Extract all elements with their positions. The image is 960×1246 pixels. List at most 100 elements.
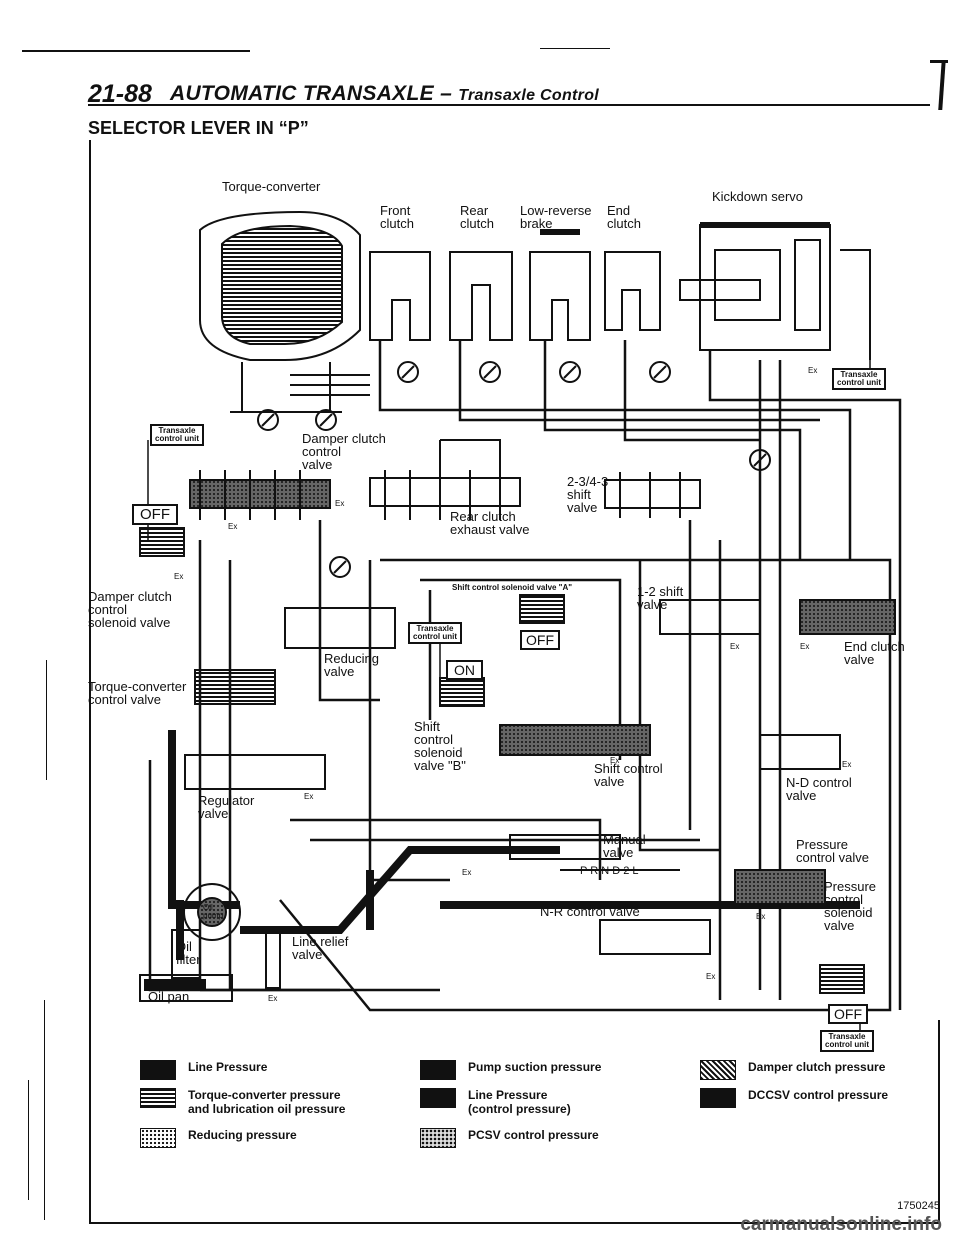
legend-swatch [700,1060,736,1080]
legend-text: Pump suction pressure [468,1060,602,1074]
label-low-reverse-brake: Low-reverse brake [520,203,592,231]
label-pressure-control-valve: Pressure control valve [796,837,869,865]
upper-valve-row [189,439,701,520]
label-end-clutch-valve: End clutch valve [844,639,905,667]
ex-label: Ex [808,366,818,375]
top-rule-mid [540,48,610,49]
label-oil-pan: Oil pan [148,989,190,1004]
top-rule-left [22,50,250,52]
section-title: SELECTOR LEVER IN “P” [88,118,309,138]
legend-item: Line Pressure [140,1060,267,1080]
label-end-clutch: End clutch [607,203,641,231]
label-nd-control-valve: N-D control valve [786,775,852,803]
on-label-b: ON [454,662,475,678]
torque-converter-drawing [199,210,370,413]
tcu-box-left: Transaxle control unit [150,424,204,446]
clutch-drawings [369,229,661,341]
middle-valves [184,599,896,955]
legend-text: Torque-converter pressure and lubricatio… [188,1088,346,1116]
solenoid-drawings [139,527,865,994]
label-12-shift-valve: 1-2 shift valve [637,584,684,612]
ex-label: Ex [610,756,620,765]
legend-swatch [140,1128,176,1148]
off-indicator-a: OFF [520,630,560,650]
label-oil-filter: Oil filter [176,939,201,967]
label-234-shift-valve: 2-3/4-3 shift valve [567,474,609,515]
label-shift-control-solenoid-a: Shift control solenoid valve "A" [452,583,573,592]
oil-passages [148,340,902,1012]
label-reducing-valve: Reducing valve [324,651,379,679]
legend-swatch [140,1060,176,1080]
legend-item: Line Pressure (control pressure) [420,1088,571,1116]
legend-text: Reducing pressure [188,1128,297,1142]
off-label-pcsv: OFF [834,1006,862,1022]
header-title: AUTOMATIC TRANSAXLE [170,82,434,105]
header-subtitle: Transaxle Control [458,87,600,104]
legend-text: Damper clutch pressure [748,1060,886,1074]
label-rear-clutch: Rear clutch [460,203,494,231]
off-indicator-pcsv: OFF [828,1004,868,1024]
legend-item: Damper clutch pressure [700,1060,885,1080]
ex-label: Ex [842,760,852,769]
corner-mark-top [930,60,948,63]
label-shift-control-valve: Shift control valve [594,761,663,789]
margin-line-3 [28,1080,29,1200]
label-manual-valve: Manual valve [603,832,646,860]
label-prnd: P R N D 2 L [580,865,639,877]
manual-valve-drawing [509,834,680,871]
line-pressure-passage [168,730,860,960]
legend-text: PCSV control pressure [468,1128,599,1142]
header-dash: – [440,82,453,105]
kickdown-servo-drawing [679,222,871,360]
ex-label: Ex [228,522,238,531]
label-regulator-valve: Regulator valve [198,793,255,821]
frame-right [938,1020,940,1222]
tcu-box-bottom-right: Transaxle control unit [820,1030,874,1052]
tcu-box-top-right: Transaxle control unit [832,368,886,390]
label-front-clutch: Front clutch [380,203,414,231]
label-nr-control-valve: N-R control valve [540,904,640,919]
ex-label: Ex [462,868,472,877]
on-indicator-b: ON [446,660,483,680]
label-kickdown-servo: Kickdown servo [712,189,804,204]
legend-item: Torque-converter pressure and lubricatio… [140,1088,345,1116]
ex-label: Ex [800,642,810,651]
off-label-a: OFF [526,632,554,648]
off-indicator-left: OFF [132,504,178,525]
ex-label: Ex [706,972,716,981]
legend-swatch [420,1128,456,1148]
label-line-relief-valve: Line relief valve [292,934,349,962]
ex-label: Ex [174,572,184,581]
figure-reference: 1750245 [897,1200,940,1212]
legend-text: Line Pressure [188,1060,268,1074]
label-pressure-control-solenoid: Pressure control solenoid valve [824,879,877,933]
legend-swatch [140,1088,176,1108]
ex-label: Ex [335,499,345,508]
tcu-box-middle: Transaxle control unit [408,622,462,644]
legend-swatch [420,1060,456,1080]
legend-text: DCCSV control pressure [748,1088,889,1102]
label-torque-converter: Torque-converter [222,179,321,194]
legend-swatch [700,1088,736,1108]
check-valves [257,361,771,578]
frame-bottom [89,1222,939,1224]
label-oil-pump: Oil pump [203,903,224,920]
legend-text: Line Pressure (control pressure) [468,1088,571,1116]
page-header: AUTOMATIC TRANSAXLE – Transaxle Control [170,82,599,106]
ex-label: Ex [304,792,314,801]
label-torque-converter-control-valve: Torque-converter control valve [88,679,187,707]
ex-label: Ex [730,642,740,651]
label-damper-clutch-control-valve: Damper clutch control valve [302,431,386,472]
legend-item: PCSV control pressure [420,1128,599,1148]
legend-item: Reducing pressure [140,1128,297,1148]
label-rear-clutch-exhaust-valve: Rear clutch exhaust valve [450,509,530,537]
margin-line-2 [44,1000,45,1220]
page-number: 21-88 [88,80,152,108]
off-label-left: OFF [140,506,170,523]
ex-label: Ex [268,994,278,1003]
frame-left [89,140,91,1222]
margin-line-1 [46,660,47,780]
watermark: carmanualsonline.info [740,1214,942,1235]
ex-label: Ex [756,912,766,921]
